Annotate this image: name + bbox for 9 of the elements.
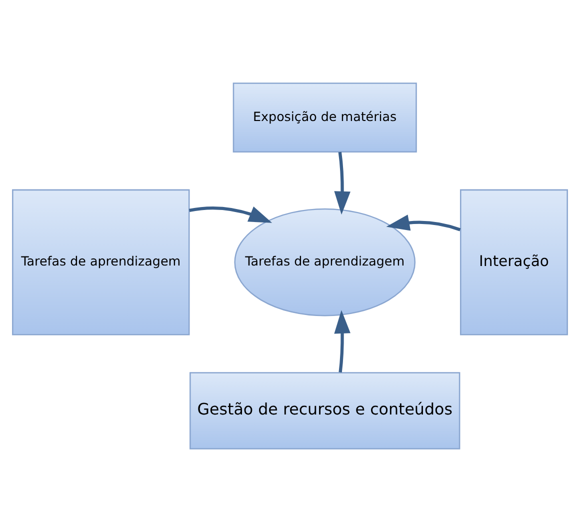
arrow [334, 310, 350, 373]
node-box: Gestão de recursos e conteúdos [190, 372, 460, 450]
arrow [386, 214, 461, 232]
node-box: Exposição de matérias [232, 82, 417, 153]
arrow [334, 152, 350, 215]
arrow [188, 206, 272, 223]
node-ellipse: Tarefas de aprendizagem [234, 208, 416, 316]
node-box: Tarefas de aprendizagem [12, 189, 190, 336]
node-box: Interação [460, 189, 568, 336]
